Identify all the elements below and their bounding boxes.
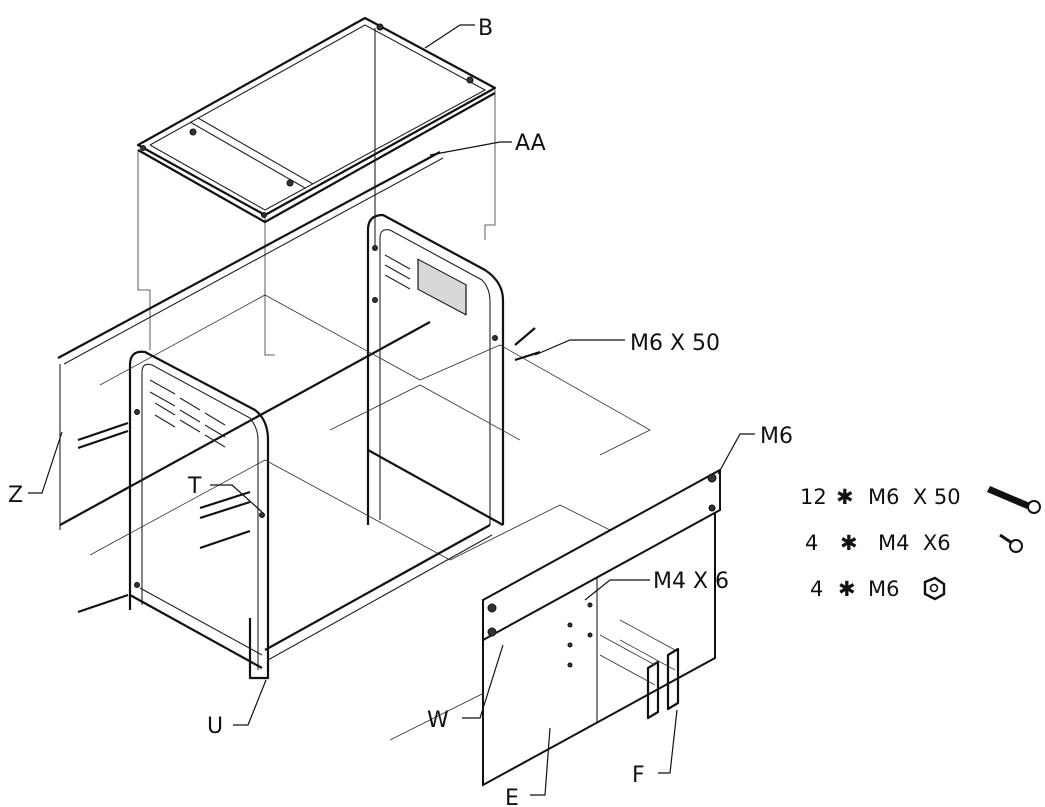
callout-u: U (207, 714, 223, 739)
hardware-spec: M4 X6 (878, 531, 951, 555)
rod-aa (57, 151, 444, 530)
callout-b: B (478, 16, 493, 41)
hardware-legend: 12 ✱ M6 X 50 4 ✱ M4 X6 4 ✱ M6 (800, 485, 1041, 601)
hardware-sep: ✱ (838, 577, 856, 601)
front-side-frame (128, 350, 493, 680)
hardware-spec: M6 X 50 (868, 485, 961, 509)
hardware-qty: 4 (805, 531, 818, 555)
hardware-row-1: 12 ✱ M6 X 50 (800, 485, 1041, 514)
hardware-qty: 12 (800, 485, 827, 509)
short-screw-icon (999, 533, 1023, 553)
hardware-sep: ✱ (840, 531, 858, 555)
hex-nut-icon (923, 576, 946, 601)
m6-bolts (77, 327, 541, 614)
door-panel-e (482, 468, 721, 787)
callout-m6x50: M6 X 50 (630, 331, 720, 356)
handle-f (599, 619, 680, 720)
callout-e: E (505, 786, 519, 807)
hardware-spec: M6 (868, 577, 899, 601)
callout-t: T (187, 474, 202, 499)
callout-w: W (427, 708, 449, 733)
callout-labels: B AA M6 X 50 M6 Z T M4 X 6 U W F E (8, 16, 793, 807)
callout-m6: M6 (760, 424, 793, 449)
long-bolt-icon (987, 486, 1041, 514)
top-frame-b (136, 16, 497, 356)
callout-aa: AA (515, 131, 546, 156)
back-side-frame (366, 213, 505, 526)
hardware-qty: 4 (810, 577, 823, 601)
hardware-row-3: 4 ✱ M6 (810, 576, 946, 601)
callout-m4x6: M4 X 6 (653, 569, 729, 594)
callout-z: Z (8, 483, 23, 508)
leader-lines (28, 24, 755, 796)
hardware-row-2: 4 ✱ M4 X6 (805, 531, 1023, 555)
callout-f: F (632, 763, 645, 788)
hardware-sep: ✱ (836, 485, 854, 509)
